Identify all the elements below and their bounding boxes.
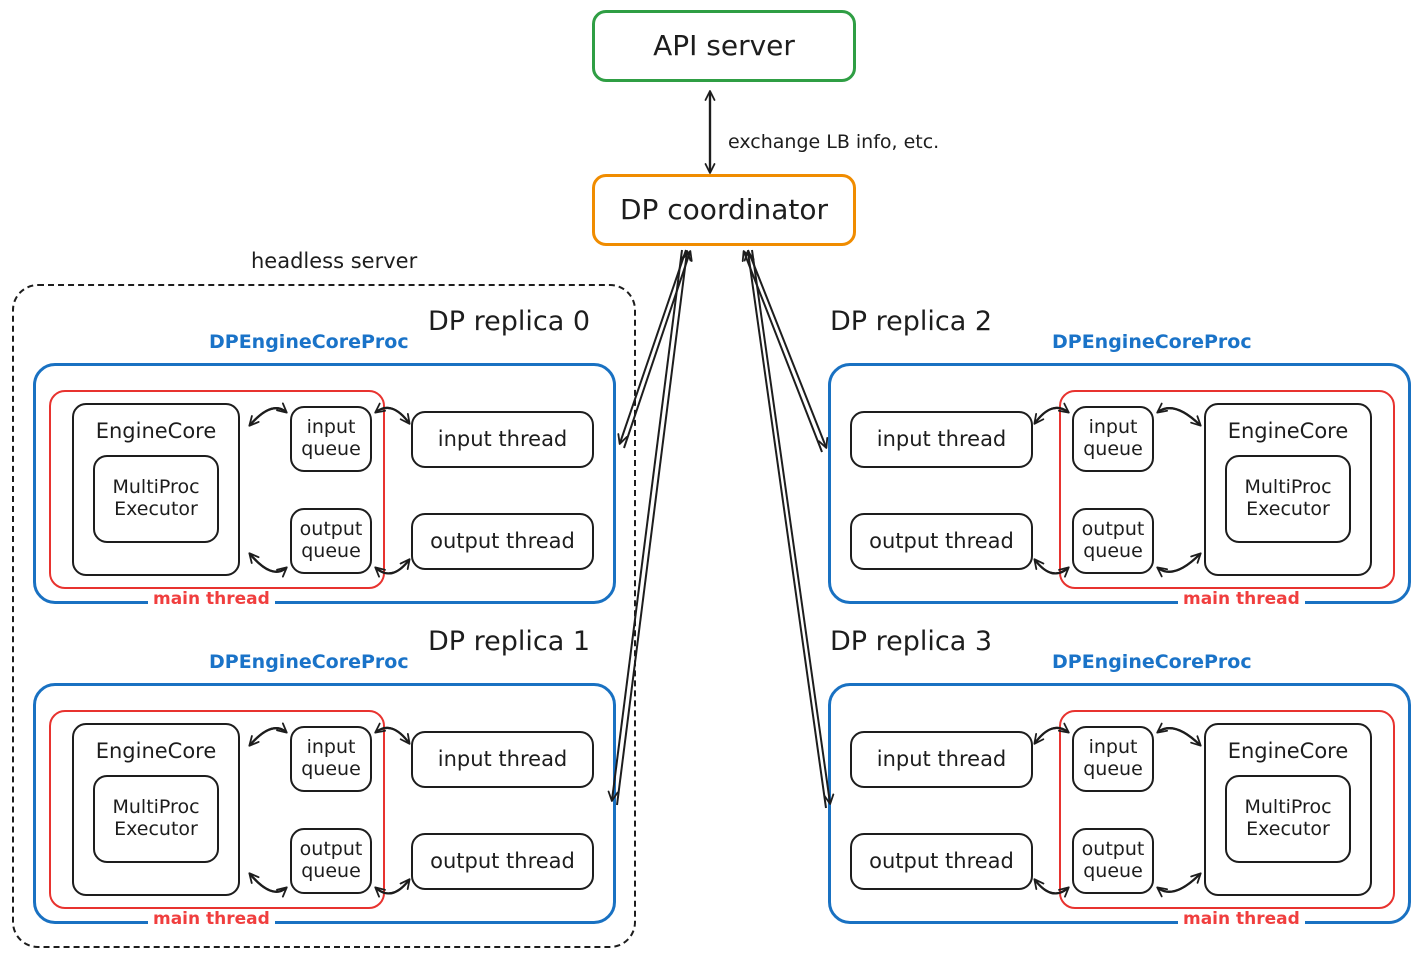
- dp-replica-1-output-queue: output queue: [290, 828, 372, 894]
- multiproc-executor-label-line2: Executor: [114, 498, 198, 521]
- input-queue-label-line2: queue: [1083, 438, 1143, 460]
- output-queue-label-line2: queue: [1083, 540, 1143, 562]
- engine-core-label: EngineCore: [95, 739, 217, 763]
- dp-replica-2-output-thread: output thread: [850, 513, 1033, 570]
- dp-replica-2-main-thread-label: main thread: [1178, 589, 1305, 609]
- dp-replica-1-main-thread-label: main thread: [148, 909, 275, 929]
- output-thread-label: output thread: [430, 849, 575, 874]
- dp-replica-3-input-thread: input thread: [850, 731, 1033, 788]
- dp-coordinator-label: DP coordinator: [619, 192, 829, 226]
- output-queue-label-line2: queue: [301, 540, 361, 562]
- engine-core-label: EngineCore: [95, 419, 217, 443]
- api-server-label: API server: [653, 28, 795, 62]
- dp-replica-1-engine-core: EngineCore MultiProc Executor: [72, 723, 240, 896]
- dp-replica-2-title: DP replica 2: [830, 306, 993, 337]
- api-server-node: API server: [592, 10, 856, 82]
- dp-replica-0-input-thread: input thread: [411, 411, 594, 468]
- multiproc-executor-label-line2: Executor: [1246, 818, 1330, 841]
- dp-replica-1-proc-label: DPEngineCoreProc: [209, 651, 409, 673]
- edge-coordinator-replica-2: [741, 249, 829, 453]
- dp-replica-1-main-thread-boundary: [49, 710, 385, 909]
- input-queue-label-line1: input: [306, 416, 356, 439]
- output-thread-label: output thread: [869, 849, 1014, 874]
- dp-replica-1-title: DP replica 1: [428, 626, 591, 657]
- dp-replica-0-engine-core: EngineCore MultiProc Executor: [72, 403, 240, 576]
- input-queue-label-line1: input: [1088, 416, 1138, 439]
- dp-replica-0-main-thread-boundary: [49, 390, 385, 589]
- dp-replica-3-proc-label: DPEngineCoreProc: [1052, 651, 1252, 673]
- input-queue-label-line2: queue: [1083, 758, 1143, 780]
- output-queue-label-line2: queue: [1083, 860, 1143, 882]
- dp-replica-3-engine-core: EngineCore MultiProc Executor: [1204, 723, 1372, 896]
- input-thread-label: input thread: [876, 427, 1007, 452]
- input-queue-label-line2: queue: [301, 438, 361, 460]
- dp-replica-0-multiproc-executor: MultiProc Executor: [93, 455, 219, 544]
- dp-replica-2-engine-core: EngineCore MultiProc Executor: [1204, 403, 1372, 576]
- output-queue-label-line2: queue: [301, 860, 361, 882]
- dp-coordinator-node: DP coordinator: [592, 174, 856, 246]
- multiproc-executor-label-line2: Executor: [114, 818, 198, 841]
- multiproc-executor-label-line1: MultiProc: [1244, 796, 1332, 819]
- dp-replica-1-input-queue: input queue: [290, 726, 372, 792]
- dp-replica-2-output-queue: output queue: [1072, 508, 1154, 574]
- input-queue-label-line2: queue: [301, 758, 361, 780]
- output-thread-label: output thread: [430, 529, 575, 554]
- exchange-info-edge-label: exchange LB info, etc.: [728, 131, 940, 153]
- output-queue-label-line1: output: [299, 838, 363, 861]
- output-queue-label-line1: output: [1081, 518, 1145, 541]
- dp-replica-2-main-thread-boundary: [1059, 390, 1395, 589]
- engine-core-label: EngineCore: [1227, 419, 1349, 443]
- multiproc-executor-label-line1: MultiProc: [112, 476, 200, 499]
- dp-replica-0-proc-label: DPEngineCoreProc: [209, 331, 409, 353]
- dp-replica-0-output-queue: output queue: [290, 508, 372, 574]
- dp-replica-2-multiproc-executor: MultiProc Executor: [1225, 455, 1351, 544]
- headless-server-label: headless server: [251, 249, 418, 273]
- dp-replica-0-input-queue: input queue: [290, 406, 372, 472]
- dp-replica-2-input-thread: input thread: [850, 411, 1033, 468]
- dp-replica-0-output-thread: output thread: [411, 513, 594, 570]
- dp-replica-3-output-queue: output queue: [1072, 828, 1154, 894]
- dp-replica-3-multiproc-executor: MultiProc Executor: [1225, 775, 1351, 864]
- dp-replica-3-output-thread: output thread: [850, 833, 1033, 890]
- dp-replica-0-main-thread-label: main thread: [148, 589, 275, 609]
- dp-replica-3-input-queue: input queue: [1072, 726, 1154, 792]
- dp-replica-1-proc-boundary: [33, 683, 616, 924]
- dp-replica-2-input-queue: input queue: [1072, 406, 1154, 472]
- dp-replica-0-title: DP replica 0: [428, 306, 591, 337]
- dp-replica-3-title: DP replica 3: [830, 626, 993, 657]
- edge-coordinator-replica-3: [743, 249, 835, 809]
- dp-replica-1-output-thread: output thread: [411, 833, 594, 890]
- output-queue-label-line1: output: [1081, 838, 1145, 861]
- dp-replica-2-proc-label: DPEngineCoreProc: [1052, 331, 1252, 353]
- dp-replica-1-multiproc-executor: MultiProc Executor: [93, 775, 219, 864]
- engine-core-label: EngineCore: [1227, 739, 1349, 763]
- multiproc-executor-label-line2: Executor: [1246, 498, 1330, 521]
- dp-replica-1-input-thread: input thread: [411, 731, 594, 788]
- input-queue-label-line1: input: [306, 736, 356, 759]
- input-thread-label: input thread: [876, 747, 1007, 772]
- input-thread-label: input thread: [437, 747, 568, 772]
- output-queue-label-line1: output: [299, 518, 363, 541]
- dp-replica-3-main-thread-label: main thread: [1178, 909, 1305, 929]
- input-queue-label-line1: input: [1088, 736, 1138, 759]
- multiproc-executor-label-line1: MultiProc: [1244, 476, 1332, 499]
- output-thread-label: output thread: [869, 529, 1014, 554]
- input-thread-label: input thread: [437, 427, 568, 452]
- multiproc-executor-label-line1: MultiProc: [112, 796, 200, 819]
- dp-replica-3-main-thread-boundary: [1059, 710, 1395, 909]
